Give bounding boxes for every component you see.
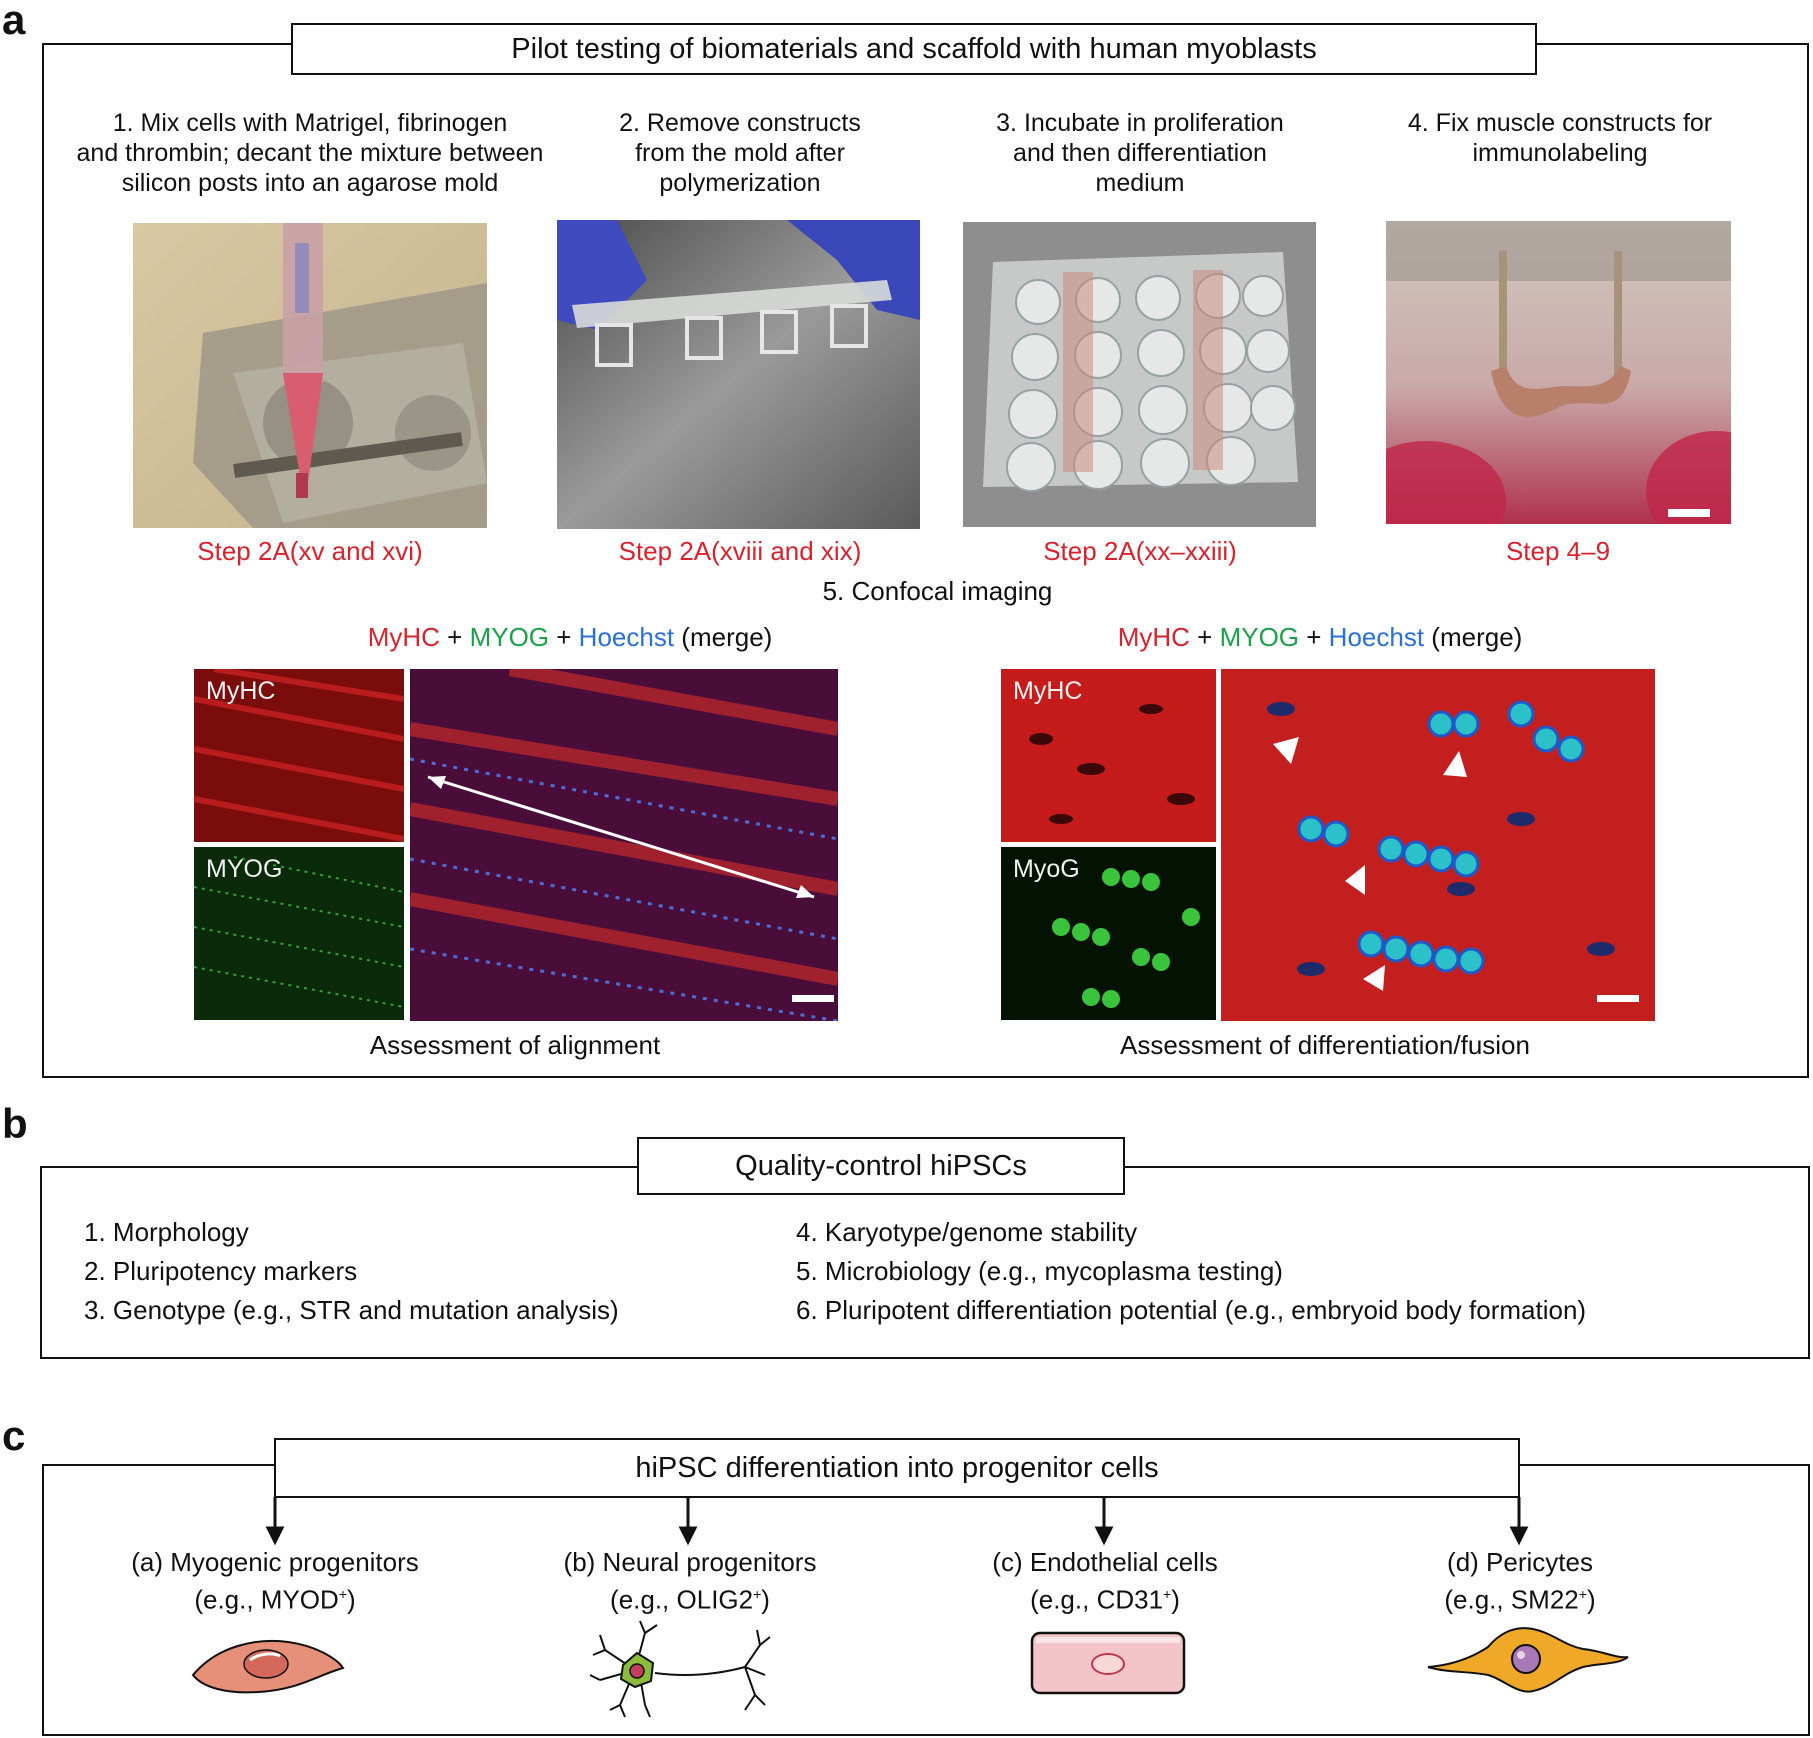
photo-removed-constructs [557,220,920,529]
panel-b-title: Quality-control hiPSCs [637,1137,1125,1195]
micro-right-myog-label: MyoG [1013,855,1080,883]
confocal-title: 5. Confocal imaging [822,576,1053,606]
qc-item-5: 5. Microbiology (e.g., mycoplasma testin… [796,1256,1283,1286]
myogenic-cell-icon [191,1639,345,1694]
panel-letter-b: b [2,1100,28,1147]
panel-letter-c: c [2,1412,26,1459]
step-3-ref: Step 2A(xx–xxiii) [1043,536,1237,566]
caption-differentiation: Assessment of differentiation/fusion [1120,1030,1530,1060]
photo-well-plate [963,222,1316,527]
progenitor-endothelial: (c) Endothelial cells (e.g., CD31+) [992,1547,1218,1615]
merge-legend-left: MyHC + MYOG + Hoechst (merge) [367,622,773,652]
progenitor-neural: (b) Neural progenitors (e.g., OLIG2+) [563,1547,817,1615]
micro-right-myhc-label: MyHC [1013,677,1083,705]
step-4-ref: Step 4–9 [1505,536,1611,566]
qc-item-6: 6. Pluripotent differentiation potential… [796,1295,1587,1325]
micro-right-myog: MyoG [1001,847,1216,1020]
micro-left-myog-label: MYOG [206,855,283,883]
pericyte-icon [1427,1627,1629,1693]
qc-item-1: 1. Morphology [84,1217,249,1247]
neuron-icon [589,1620,771,1718]
caption-alignment: Assessment of alignment [369,1030,661,1060]
qc-item-4: 4. Karyotype/genome stability [796,1217,1138,1247]
panel-a-title: Pilot testing of biomaterials and scaffo… [291,23,1537,75]
panel-c-title: hiPSC differentiation into progenitor ce… [274,1438,1520,1498]
step-1-ref: Step 2A(xv and xvi) [197,536,423,566]
progenitor-myogenic: (a) Myogenic progenitors (e.g., MYOD+) [131,1547,419,1615]
photo-muscle-construct [1386,221,1731,524]
panel-letter-a: a [2,0,26,43]
qc-item-3: 3. Genotype (e.g., STR and mutation anal… [84,1295,619,1325]
micro-right-myhc: MyHC [1001,669,1216,842]
micro-right-merge [1221,669,1655,1021]
micro-left-myhc-label: MyHC [206,677,276,705]
merge-legend-right: MyHC + MYOG + Hoechst (merge) [1117,622,1523,652]
micro-left-merge [410,669,838,1021]
micro-left-myog: MYOG [194,847,404,1020]
micro-left-myhc: MyHC [194,669,404,842]
endothelial-cell-icon [1030,1631,1186,1695]
qc-item-2: 2. Pluripotency markers [84,1256,358,1286]
progenitor-pericytes: (d) Pericytes (e.g., SM22+) [1444,1547,1596,1615]
photo-pipetting-mold [133,223,487,528]
step-2-ref: Step 2A(xviii and xix) [618,536,862,566]
